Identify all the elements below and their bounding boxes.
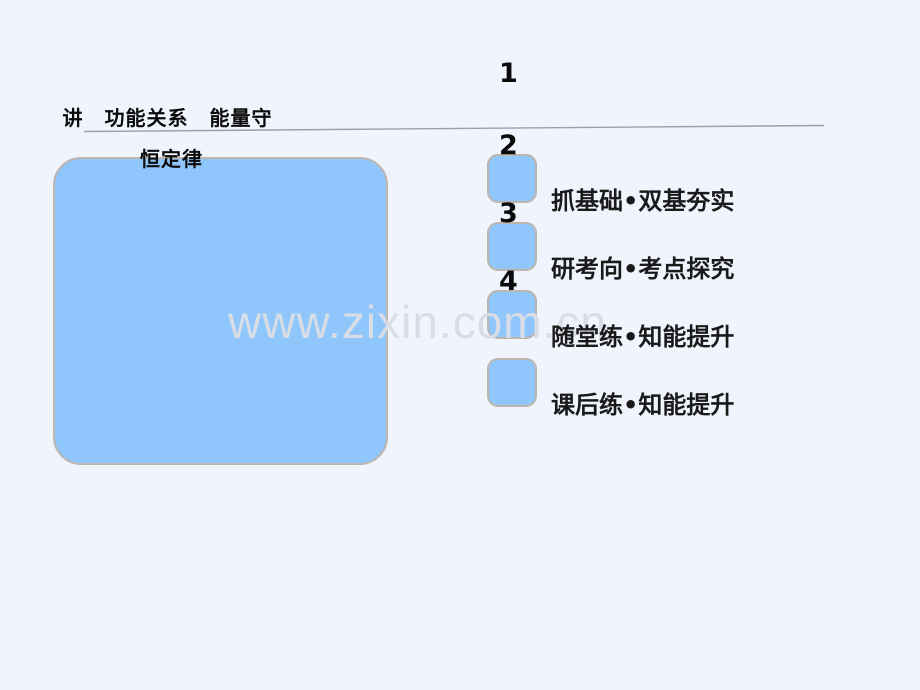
menu-chip-icon-2[interactable]: [487, 222, 537, 271]
watermark-text: www.zixin.com.cn: [228, 296, 607, 348]
divider-line: [84, 124, 824, 133]
menu-chip-icon-3[interactable]: [487, 290, 537, 339]
title-card[interactable]: [53, 157, 388, 465]
menu-item-3[interactable]: 4 随堂练•知能提升: [487, 266, 887, 358]
menu-label-1[interactable]: 抓基础•双基夯实: [551, 187, 735, 215]
section-number-1: 1: [499, 58, 518, 89]
page-title: 讲 功能关系 能量守 恒定律: [0, 98, 335, 180]
menu-item-4[interactable]: 课后练•知能提升: [487, 358, 887, 426]
menu-item-1[interactable]: 2 抓基础•双基夯实: [487, 130, 887, 222]
menu-number-3: 4: [499, 266, 518, 297]
page-title-line-2: 恒定律: [140, 147, 203, 171]
menu-chip-icon-1[interactable]: [487, 154, 537, 203]
menu-number-1: 2: [499, 130, 518, 161]
menu-label-3[interactable]: 随堂练•知能提升: [551, 323, 735, 351]
menu-number-2: 3: [499, 198, 518, 229]
menu-label-2[interactable]: 研考向•考点探究: [551, 255, 735, 283]
menu-label-4[interactable]: 课后练•知能提升: [551, 391, 735, 419]
menu-chip-icon-4[interactable]: [487, 358, 537, 407]
page-title-line-1: 讲 功能关系 能量守: [62, 106, 273, 130]
menu-item-2[interactable]: 3 研考向•考点探究: [487, 198, 887, 290]
